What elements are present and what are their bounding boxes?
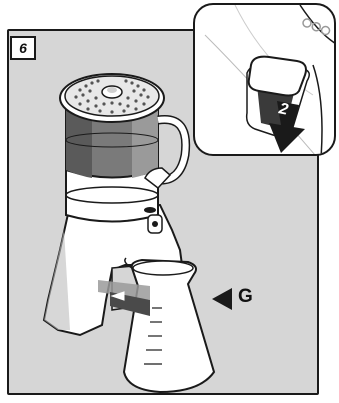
step-number-badge: 6 — [10, 36, 36, 60]
part-label-g: G — [238, 286, 253, 308]
inset-illustration — [195, 5, 336, 156]
pitcher — [124, 258, 214, 392]
triangle-pointer-icon — [212, 288, 232, 310]
detail-inset: 2 — [193, 3, 336, 156]
inset-power-button — [249, 57, 306, 96]
